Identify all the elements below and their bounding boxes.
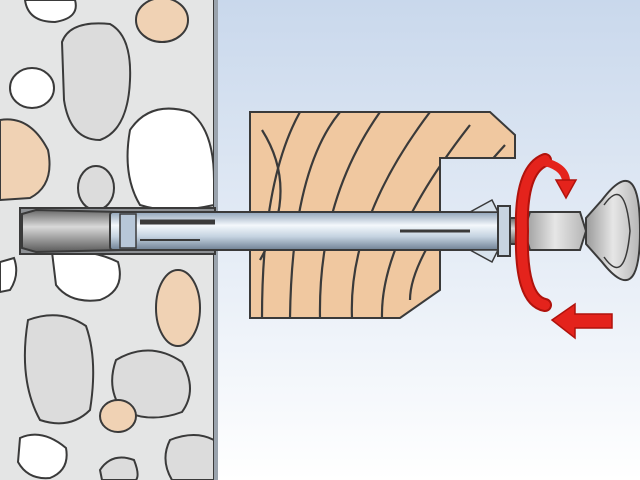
stone [164,434,214,480]
stone [60,22,132,142]
stone [0,118,51,202]
stone [23,0,77,24]
stone [23,314,95,425]
anchor-tab [469,249,500,264]
stone [77,165,115,211]
stone [16,433,68,480]
stone [98,456,139,480]
stone [99,399,137,433]
stone [126,107,214,211]
socket-wrench-head [585,179,640,282]
anchor-tab [469,198,500,213]
anchor-washer [497,205,511,257]
stone [135,0,189,43]
rotate-arrow-icon [514,153,578,312]
hex-nut [522,211,588,251]
stone [0,256,18,294]
push-left-arrow-icon [550,302,613,340]
stone [155,269,201,347]
stone [9,67,55,109]
anchor-cone [21,208,121,254]
stone [111,349,191,419]
